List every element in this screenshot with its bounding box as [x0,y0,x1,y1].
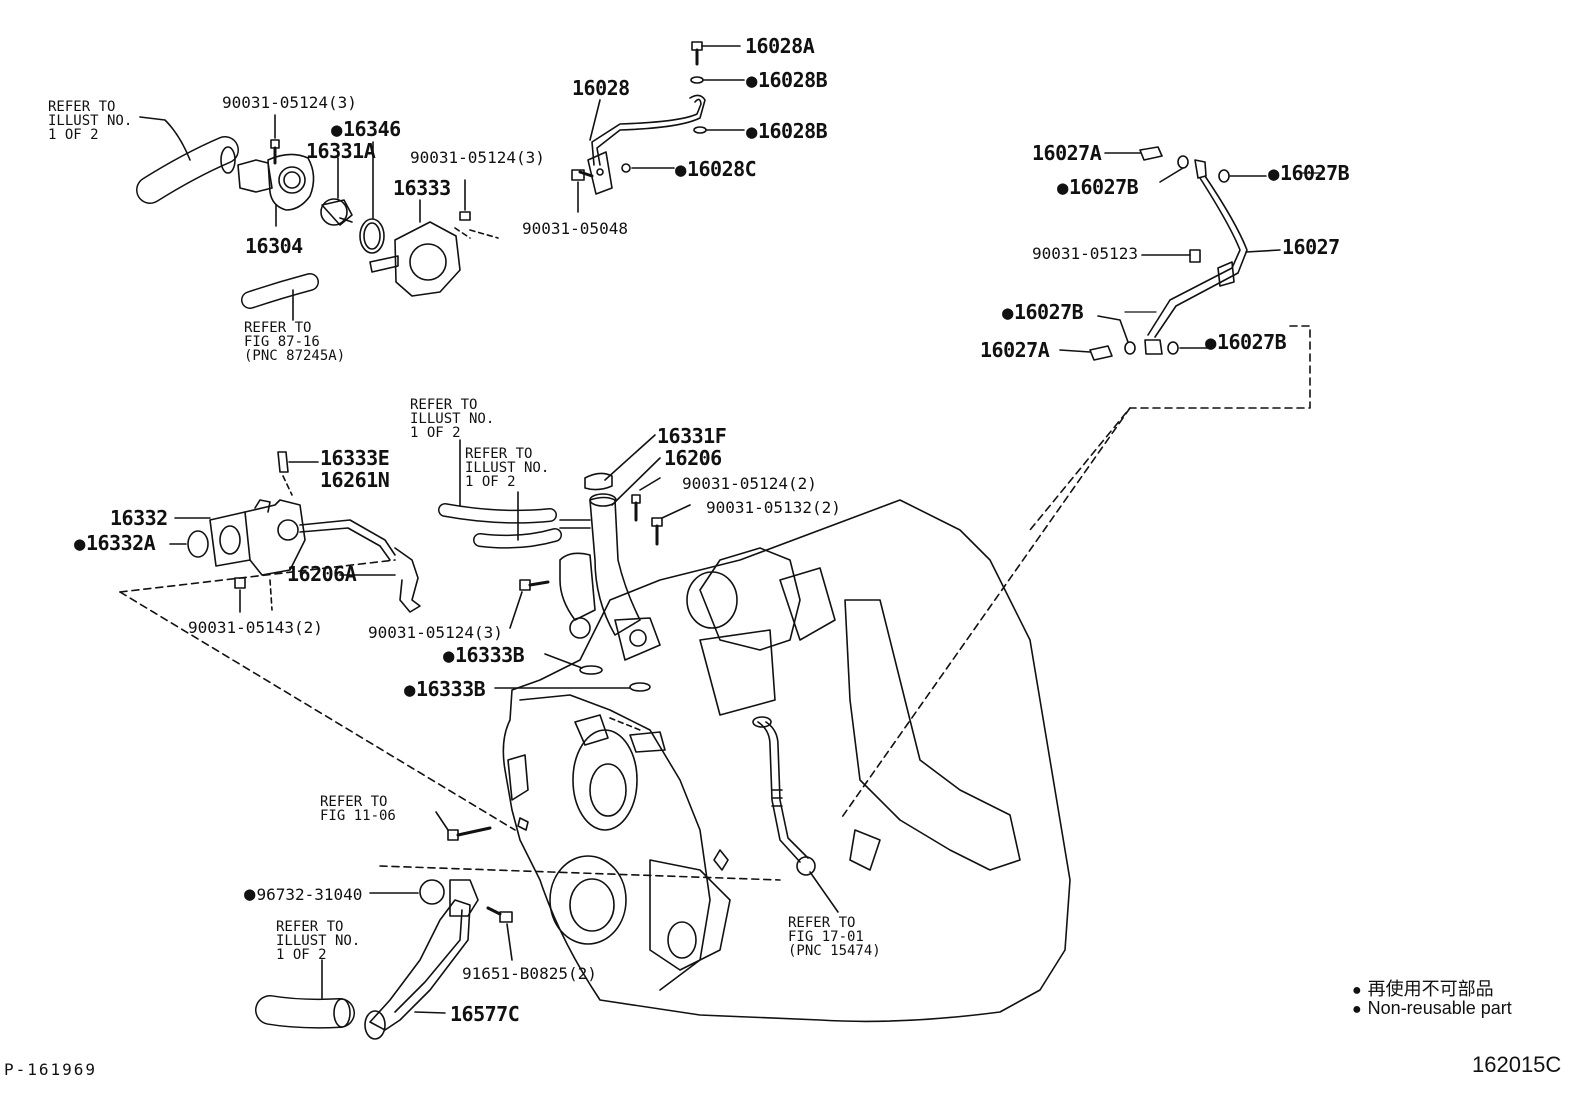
part-label-16027A: 16027A [1032,141,1102,165]
part-label-16028C: 16028C [675,159,757,180]
part-label-16027B-4: 16027B [1205,332,1287,353]
part-label-16027B: 16027B [1057,177,1139,198]
part-label-16333B-2: 16333B [404,679,486,700]
refer-illust-3: REFER TO ILLUST NO. 1 OF 2 [465,446,550,490]
part-label-16332: 16332 [110,506,168,530]
part-label-96732-31040: 96732-31040 [244,885,362,904]
figure-code: 162015C [1472,1052,1562,1077]
part-label-16027B-2: 16027B [1268,163,1350,184]
engine-block-drawing [379,499,1071,1023]
part-label-91651-B0825-2: 91651-B0825(2) [462,964,597,983]
part-label-16027A-2: 16027A [980,338,1050,362]
part-label-16304: 16304 [245,234,303,258]
legend-japanese: ●再使用不可部品 [1352,979,1494,999]
part-label-90031-05124-3b: 90031-05124(3) [410,148,545,167]
water-pipe-group-drawing [255,811,513,1040]
part-label-90031-05123: 90031-05123 [1032,244,1138,263]
part-label-16333: 16333 [393,176,451,200]
part-label-16028B-2: 16028B [746,121,828,142]
part-label-90031-05048: 90031-05048 [522,219,628,238]
part-label-16333E: 16333E [320,446,390,470]
part-label-16261N: 16261N [320,468,390,492]
refer-illust-2: REFER TO ILLUST NO. 1 OF 2 [410,397,495,441]
pipe-16028-drawing [571,41,745,213]
part-label-16332A: 16332A [74,533,156,554]
part-label-16346: 16346 [331,119,401,140]
part-label-16333B: 16333B [443,645,525,666]
part-label-16331F: 16331F [657,424,727,448]
part-label-16028: 16028 [572,76,630,100]
refer-fig-11-06: REFER TO FIG 11-06 [320,794,396,824]
refer-illust-4: REFER TO ILLUST NO. 1 OF 2 [276,919,361,963]
refer-illust-1: REFER TO ILLUST NO. 1 OF 2 [48,99,133,143]
part-label-16027: 16027 [1282,235,1340,259]
refer-fig-17-01: REFER TO FIG 17-01 (PNC 15474) [788,915,881,959]
part-label-16331A: 16331A [306,139,376,163]
water-inlet-group-drawing [438,434,691,692]
part-label-16577C: 16577C [450,1002,520,1026]
refer-fig-87-16: REFER TO FIG 87-16 (PNC 87245A) [244,320,346,364]
part-label-16028A: 16028A [745,34,815,58]
thermostat-group-drawing [136,114,499,321]
part-label-90031-05132-2: 90031-05132(2) [706,498,841,517]
legend-english: ●Non-reusable part [1352,998,1512,1018]
part-label-16206A: 16206A [287,562,357,586]
illustration-number: P-161969 [4,1060,98,1079]
part-label-16206: 16206 [664,446,722,470]
part-label-90031-05143-2: 90031-05143(2) [188,618,323,637]
part-label-90031-05124-3a: 90031-05124(3) [222,93,357,112]
part-label-16028B: 16028B [746,70,828,91]
pipe-16027-drawing [839,146,1311,821]
part-label-16027B-3: 16027B [1002,302,1084,323]
water-outlet-group-drawing [119,451,516,831]
part-label-90031-05124-2: 90031-05124(2) [682,474,817,493]
part-label-90031-05124-3c: 90031-05124(3) [368,623,503,642]
